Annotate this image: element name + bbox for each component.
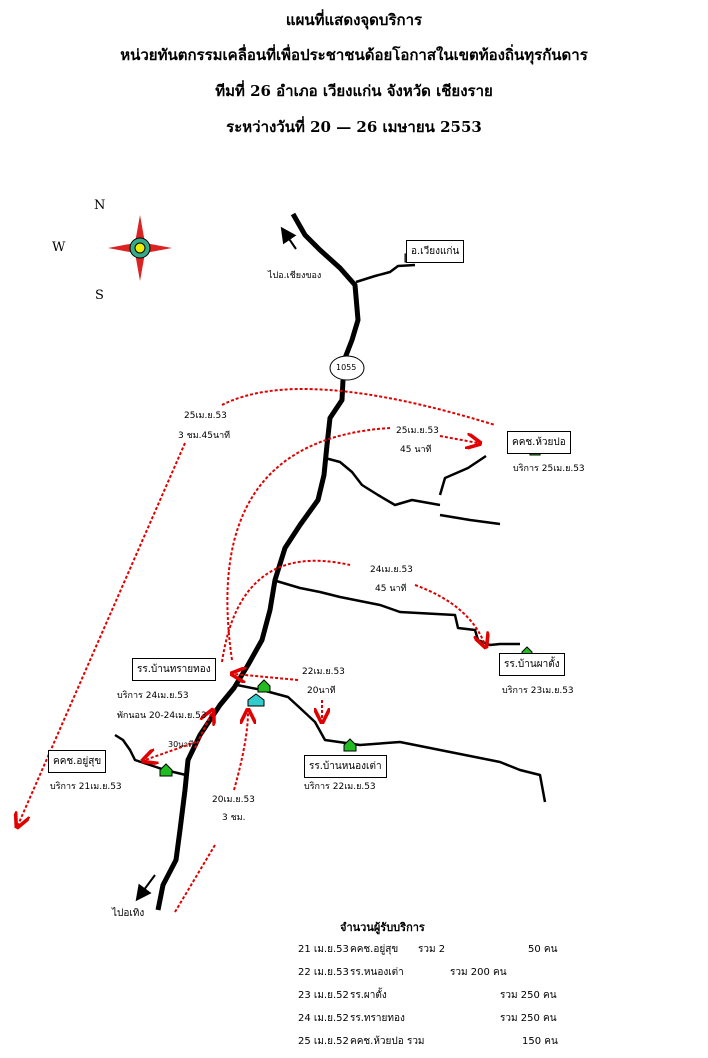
- route-from-nong-tao: [234, 674, 299, 680]
- road-number: 1055: [336, 363, 357, 372]
- trip-duration: 3 ชม.45นาที: [178, 431, 231, 441]
- service-date: บริการ 23เม.ย.53: [502, 686, 574, 696]
- place-nong-tao: รร.บ้านหนองเต่า: [304, 755, 387, 778]
- place-sai-thong: รร.บ้านทรายทอง: [132, 658, 216, 681]
- row-place: คคช.ห้วยปอ รวม: [350, 1036, 425, 1047]
- title-line-2: หน่วยทันตกรรมเคลื่อนที่เพื่อประชาชนด้อยโ…: [120, 46, 588, 64]
- route-arc-pha-tang: [221, 559, 351, 663]
- roads: [114, 212, 547, 911]
- house-icons: [159, 253, 541, 777]
- route-from-thoeng-2: [233, 712, 248, 791]
- trip-duration: 20นาที: [307, 686, 336, 696]
- trip-date: 20เม.ย.53: [212, 795, 255, 805]
- route-arc-huai-po-1: [221, 388, 496, 426]
- arrow-to-thoeng: [135, 874, 156, 902]
- title-line-3: ทีมที่ 26 อำเภอ เวียงแก่น จังหวัด เชียงร…: [215, 82, 493, 100]
- main-road: [155, 212, 361, 911]
- row-place: รร.ผาตั้ง: [350, 990, 387, 1001]
- trip-date: 22เม.ย.53: [302, 667, 345, 677]
- row-count: 150 คน: [522, 1036, 558, 1047]
- compass-west: W: [52, 240, 66, 255]
- place-huai-po: คคช.ห้วยปอ: [507, 431, 571, 454]
- house-icon: [257, 679, 271, 693]
- arrow-to-chiang-khong: [280, 226, 297, 250]
- route-from-thoeng-1: [174, 844, 216, 913]
- house-icon: [159, 763, 173, 777]
- route-to-far-west: [18, 442, 186, 825]
- row-date: 25 เม.ย.52: [298, 1036, 349, 1047]
- road-nong-tao: [236, 683, 547, 803]
- row-date: 22 เม.ย.53: [298, 967, 349, 978]
- compass-north: N: [94, 198, 106, 213]
- road-1055-marker: [329, 355, 365, 381]
- title-line-1: แผนที่แสดงจุดบริการ: [285, 11, 423, 29]
- district-label: อ.เวียงแก่น: [406, 240, 465, 263]
- road-huai-po: [324, 454, 501, 526]
- stay-dates: พักนอน 20-24เม.ย.53: [117, 711, 207, 721]
- row-place: รร.หนองเต่า: [350, 967, 404, 978]
- row-place: คคช.อยู่สุข: [350, 944, 399, 955]
- row-total: รวม 200 คน: [450, 967, 507, 978]
- row-place: รร.ทรายทอง: [350, 1013, 405, 1024]
- house-icon: [343, 738, 357, 752]
- route-huai-po-arrow: [439, 436, 478, 443]
- place-yu-suk: คคช.อยู่สุข: [48, 750, 107, 773]
- trip-duration: 45 นาที: [375, 584, 407, 594]
- route-pha-tang-arrow: [414, 584, 485, 645]
- trip-duration: 45 นาที: [400, 445, 432, 455]
- routes: [18, 388, 496, 913]
- service-date: บริการ 21เม.ย.53: [50, 782, 122, 792]
- row-count: 50 คน: [528, 944, 558, 955]
- row-date: 21 เม.ย.53: [298, 944, 349, 955]
- route-to-yu-suk: [145, 741, 197, 760]
- summary-heading: จำนวนผู้รับบริการ: [340, 921, 425, 934]
- service-date: บริการ 22เม.ย.53: [304, 782, 376, 792]
- row-total: รวม 250 คน: [500, 1013, 557, 1024]
- row-total: รวม 2: [418, 944, 446, 955]
- row-date: 24 เม.ย.52: [298, 1013, 349, 1024]
- place-pha-tang: รร.บ้านผาตั้ง: [499, 653, 565, 676]
- trip-date: 25เม.ย.53: [184, 411, 227, 421]
- to-thoeng-label: ไปอเทิง: [112, 908, 145, 919]
- trip-duration: 3 ชม.: [222, 813, 246, 823]
- service-date: บริการ 24เม.ย.53: [117, 691, 189, 701]
- route-from-yu-suk: [194, 712, 212, 749]
- row-date: 23 เม.ย.52: [298, 990, 349, 1001]
- service-date: บริการ 25เม.ย.53: [513, 464, 585, 474]
- compass-rose-icon: [108, 215, 172, 281]
- title-line-4: ระหว่างวันที่ 20 — 26 เมษายน 2553: [226, 118, 482, 136]
- row-total: รวม 250 คน: [500, 990, 557, 1001]
- trip-date: 25เม.ย.53: [396, 426, 439, 436]
- trip-date: 24เม.ย.53: [370, 565, 413, 575]
- to-chiang-khong-label: ไปอ.เชียงของ: [268, 271, 322, 281]
- hospital-icon: [247, 693, 265, 707]
- road-wiang-kaen: [355, 263, 416, 284]
- compass-south: S: [95, 288, 104, 303]
- route-arc-huai-po-2: [226, 427, 391, 661]
- trip-duration: 30นาที: [168, 740, 194, 749]
